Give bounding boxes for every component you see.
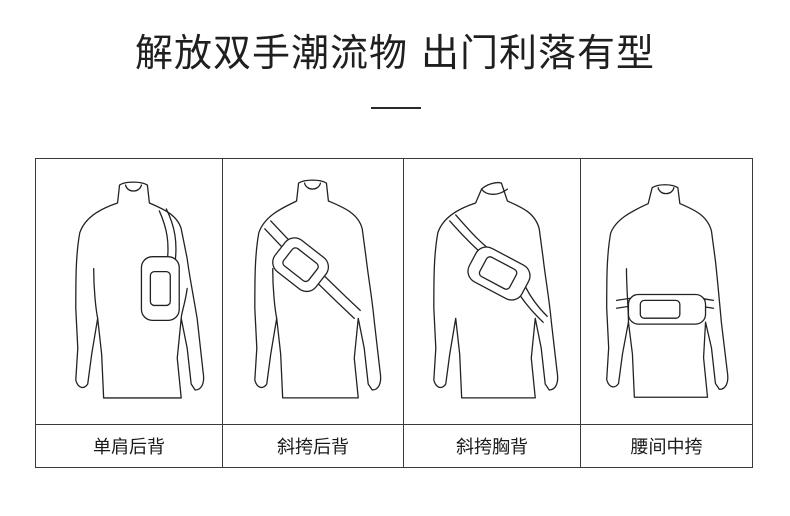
style-2-illustration: [223, 159, 404, 425]
style-4-illustration: [581, 159, 752, 425]
style-3-label: 斜挎胸背: [404, 425, 581, 467]
crossbody-chest-figure-icon: [433, 181, 559, 399]
waist-belt-figure-icon: [606, 184, 729, 398]
crossbody-back-figure-icon: [254, 179, 382, 399]
single-shoulder-back-figure-icon: [75, 181, 205, 399]
carry-styles-grid: 单肩后背 斜挎后背 斜挎胸背 腰间中挎: [35, 158, 753, 468]
style-3-illustration: [404, 159, 581, 425]
style-2-label: 斜挎后背: [223, 425, 404, 467]
page-headline: 解放双手潮流物 出门利落有型: [134, 31, 656, 75]
style-4-label: 腰间中挎: [630, 437, 703, 458]
style-1-label: 单肩后背: [36, 425, 223, 467]
style-1-illustration: [36, 159, 223, 425]
title-divider: [371, 107, 421, 109]
